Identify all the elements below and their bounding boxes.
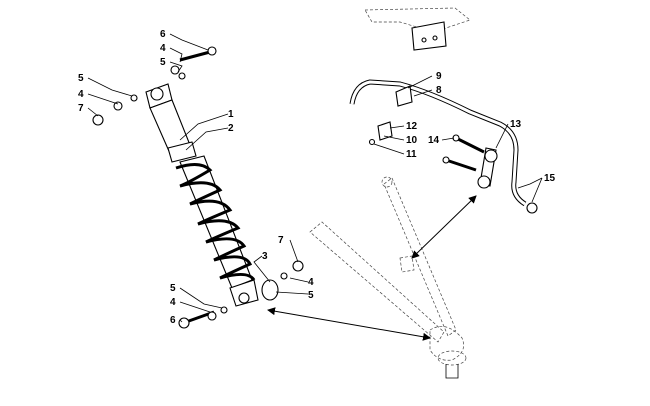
callout-15: 15 <box>544 173 556 184</box>
sway-link <box>442 134 538 214</box>
callout-13: 13 <box>510 119 522 130</box>
callout-9: 9 <box>436 71 442 82</box>
callout-8: 8 <box>436 85 442 96</box>
callout-5-right: 5 <box>308 290 314 301</box>
pivot-arrow-link <box>411 195 477 259</box>
callout-5-upper: 5 <box>160 57 166 68</box>
leader-lines <box>87 33 543 323</box>
callout-12: 12 <box>406 121 418 132</box>
callout-1: 1 <box>228 109 234 120</box>
callout-5-left: 5 <box>78 73 84 84</box>
frame-bracket <box>364 7 471 51</box>
callout-2: 2 <box>228 123 234 134</box>
callout-labels: 6 4 5 5 4 7 1 2 7 3 4 5 5 4 6 9 8 12 10 … <box>78 29 556 326</box>
callout-7-right: 7 <box>278 235 284 246</box>
callout-10: 10 <box>406 135 418 146</box>
callout-5-lower: 5 <box>170 283 176 294</box>
hardware-lower <box>178 260 304 329</box>
hardware-upper <box>92 46 217 126</box>
callout-7-left: 7 <box>78 103 84 114</box>
shock-absorber <box>145 83 259 307</box>
callout-4-right: 4 <box>308 277 314 288</box>
callout-4-left: 4 <box>78 89 84 100</box>
callout-4-upper: 4 <box>160 43 166 54</box>
pivot-arrow-lower <box>267 307 431 341</box>
callout-6-lower: 6 <box>170 315 176 326</box>
callout-4-lower: 4 <box>170 297 176 308</box>
callout-6-upper: 6 <box>160 29 166 40</box>
callout-3: 3 <box>262 251 268 262</box>
a-arm-phantom <box>309 176 467 379</box>
callout-11: 11 <box>406 149 417 160</box>
callout-14: 14 <box>428 135 440 146</box>
